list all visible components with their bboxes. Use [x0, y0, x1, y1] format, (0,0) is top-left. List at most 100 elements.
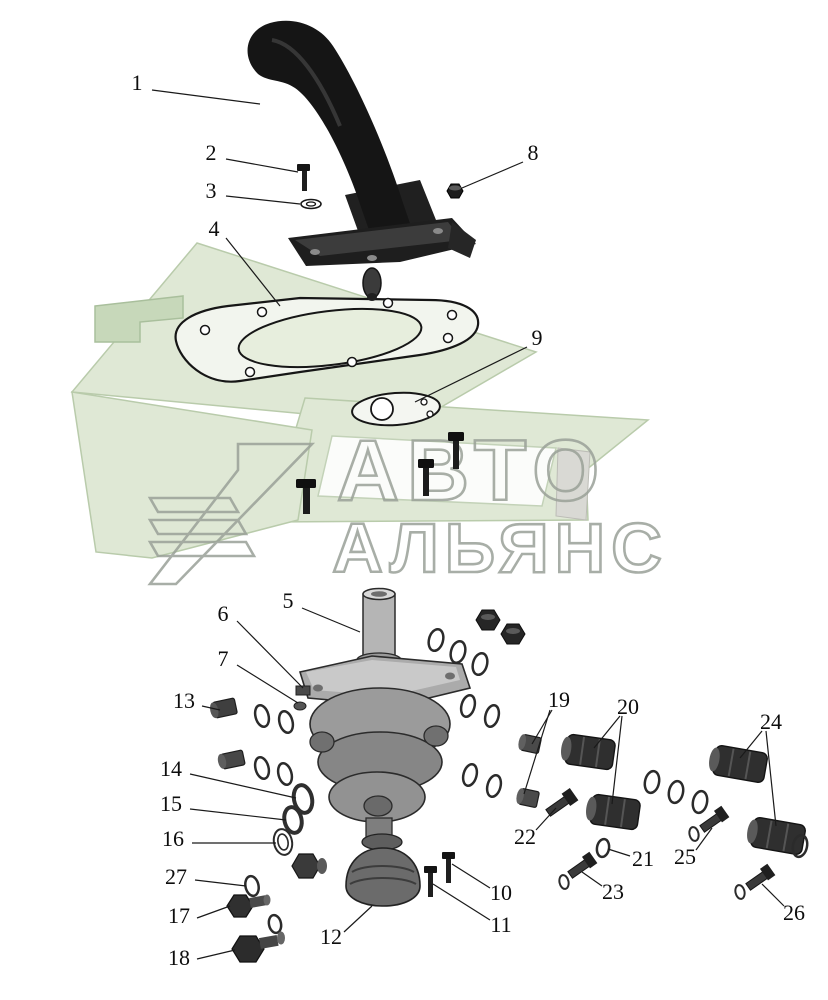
floor-shadow-edge [555, 447, 591, 521]
floor-panel-left [71, 391, 313, 559]
ring-item-16 [272, 828, 294, 856]
gasket-bolt-hole [382, 297, 394, 309]
callout-label: 27 [165, 864, 187, 889]
mounting-bolts [296, 432, 464, 514]
washer-item-3 [300, 198, 322, 210]
logo-stripe [147, 518, 249, 536]
callout-label: 6 [218, 601, 229, 626]
fitting-item-6 [295, 685, 311, 696]
connector-item-24b [747, 816, 806, 856]
small-gasket-hole [370, 397, 394, 421]
callout-2: 2 [206, 140, 299, 173]
callout-label: 16 [162, 826, 184, 851]
callout-label: 5 [283, 588, 294, 613]
hex-fitting [291, 853, 327, 879]
seal-ring [734, 884, 746, 900]
gasket-plate [174, 296, 480, 383]
callout-label: 7 [218, 646, 229, 671]
floor-panel [70, 242, 650, 559]
valve-cylinder [356, 587, 402, 668]
seal-ring [791, 833, 809, 859]
callout-23: 23 [581, 871, 624, 904]
callout-label: 26 [783, 900, 805, 925]
callout-label: 12 [320, 924, 342, 949]
callout-4: 4 [209, 216, 281, 307]
callout-label: 10 [490, 880, 512, 905]
seal-ring [461, 762, 479, 788]
bracket-top-face [295, 222, 462, 256]
callout-3: 3 [206, 178, 301, 205]
gasket-bolt-hole [244, 366, 256, 378]
ring-item-27 [244, 874, 260, 898]
plug-item-13 [209, 697, 238, 719]
callout-15: 15 [160, 791, 287, 821]
hex-fitting-item-18 [231, 931, 285, 963]
callout-label: 25 [674, 844, 696, 869]
seal-ring [691, 789, 709, 815]
gasket-bolt-hole [256, 306, 268, 318]
callout-label: 9 [532, 325, 543, 350]
hex-fitting-item-17 [226, 894, 271, 918]
watermark-line2: АЛЬЯНС [332, 509, 668, 587]
small-gasket-bolt-hole [426, 410, 434, 418]
bolt-item-26 [745, 863, 776, 891]
callout-26: 26 [761, 883, 805, 925]
bracket-hole [367, 255, 377, 261]
mounting-bolt [418, 459, 434, 496]
seal-ring [267, 913, 283, 935]
gasket-bolt-hole [346, 356, 358, 368]
bracket-hole [433, 228, 443, 234]
boot-item-12 [345, 833, 421, 907]
seal-ring [643, 769, 661, 795]
callout-7: 7 [218, 646, 299, 704]
callout-label: 21 [632, 846, 654, 871]
callout-8: 8 [461, 140, 539, 189]
seal-ring [459, 693, 477, 719]
seal-ring [277, 709, 295, 735]
mounting-bolt [296, 479, 316, 514]
callout-21: 21 [607, 846, 654, 871]
watermark-logo [147, 442, 316, 586]
seal-ring [485, 773, 503, 799]
callout-6: 6 [218, 601, 304, 689]
nut-item-7 [293, 701, 307, 711]
logo-ribbon [147, 442, 316, 586]
callout-11: 11 [432, 883, 512, 937]
callout-16: 16 [162, 826, 276, 851]
hex-plug [475, 609, 501, 631]
callout-22: 22 [514, 807, 557, 849]
callout-27: 27 [165, 864, 247, 889]
bolt-item-23 [567, 851, 598, 879]
callout-label: 19 [548, 687, 570, 712]
callout-label: 1 [132, 70, 143, 95]
pedal-pad [247, 20, 415, 250]
connector-item-24a [709, 744, 768, 784]
callout-17: 17 [168, 903, 231, 928]
bolt-item-22 [545, 787, 579, 817]
watermark: АВТО АЛЬЯНС [147, 422, 668, 588]
seal-ring [427, 627, 445, 653]
callout-20: 20 [593, 694, 639, 805]
callout-10: 10 [451, 863, 512, 905]
callout-label: 2 [206, 140, 217, 165]
connector-item-20a [561, 733, 616, 771]
callout-24: 24 [739, 709, 782, 827]
callout-19: 19 [523, 687, 570, 795]
floor-opening [317, 435, 557, 507]
callout-label: 13 [173, 688, 195, 713]
callout-label: 24 [760, 709, 782, 734]
pedal-roller-tip [367, 293, 377, 301]
gasket-bolt-hole [446, 309, 458, 321]
seal-ring [276, 761, 294, 787]
hex-plug [500, 623, 526, 645]
callout-18: 18 [168, 945, 236, 970]
bushing-item-19a [518, 734, 542, 754]
valve-body [309, 687, 451, 839]
bolt-item-10 [442, 852, 455, 883]
bolt-item-2 [297, 164, 310, 191]
callout-label: 8 [528, 140, 539, 165]
gasket-bolt-hole [442, 332, 454, 344]
floor-panel-arrow [94, 295, 184, 343]
